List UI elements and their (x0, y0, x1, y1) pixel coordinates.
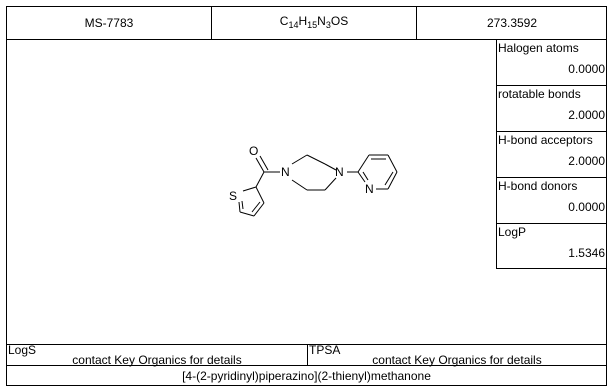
bond-pip-3 (324, 177, 337, 191)
bond-pip-1 (291, 154, 308, 165)
property-label: LogP (498, 225, 527, 239)
property-label: rotatable bonds (498, 87, 581, 101)
logs-value: contact Key Organics for details (72, 353, 242, 367)
atom-nitrogen-pyridine: N (365, 182, 374, 196)
molecular-formula: C14H15N3OS (279, 14, 349, 30)
atom-sulfur: S (229, 189, 237, 203)
atom-nitrogen-2: N (335, 165, 344, 179)
bond-py-inner-3 (362, 171, 369, 181)
property-separator (496, 85, 607, 86)
bond-pip-6 (324, 163, 337, 171)
bond-c-thiophene (255, 171, 265, 188)
bond-th-1 (255, 186, 265, 204)
tpsa-label: TPSA (309, 343, 341, 357)
bond-th-3 (239, 211, 255, 217)
bonds (238, 154, 398, 217)
properties-panel (496, 39, 607, 269)
property-separator (496, 177, 607, 178)
logs-label: LogS (8, 343, 37, 357)
bond-th-inner-2 (241, 200, 244, 210)
bond-th-inner-1 (251, 201, 261, 213)
bond-py-1 (357, 154, 370, 173)
atom-labels: O N N S N (229, 144, 374, 203)
bond-th-2 (253, 202, 265, 217)
property-label: H-bond acceptors (498, 133, 593, 147)
bond-th-4 (238, 201, 241, 213)
property-separator (496, 131, 607, 132)
bond-pip-5 (291, 179, 308, 191)
property-label: H-bond donors (498, 179, 578, 193)
atom-nitrogen-1: N (281, 165, 290, 179)
property-value: 0.0000 (568, 62, 605, 76)
compound-name: [4-(2-pyridinyl)piperazino](2-thienyl)me… (182, 369, 431, 383)
bond-py-inner-2 (384, 171, 394, 186)
property-label: Halogen atoms (498, 41, 579, 55)
tpsa-value: contact Key Organics for details (372, 353, 542, 367)
bond-py-3 (387, 154, 398, 173)
bond-py-4 (387, 171, 398, 190)
bond-pip-2 (306, 154, 326, 165)
bond-co-1 (255, 157, 265, 173)
property-value: 2.0000 (568, 154, 605, 168)
bond-py-6 (357, 171, 366, 183)
property-value: 2.0000 (568, 108, 605, 122)
molecular-mass: 273.3592 (486, 16, 538, 30)
bond-co-2 (259, 155, 269, 171)
atom-oxygen: O (249, 144, 258, 158)
name-row (6, 365, 607, 386)
bond-th-5 (242, 186, 257, 192)
property-value: 0.0000 (568, 200, 605, 214)
property-value: 1.5346 (568, 246, 605, 260)
property-separator (496, 223, 607, 224)
compound-id: MS-7783 (84, 16, 134, 30)
